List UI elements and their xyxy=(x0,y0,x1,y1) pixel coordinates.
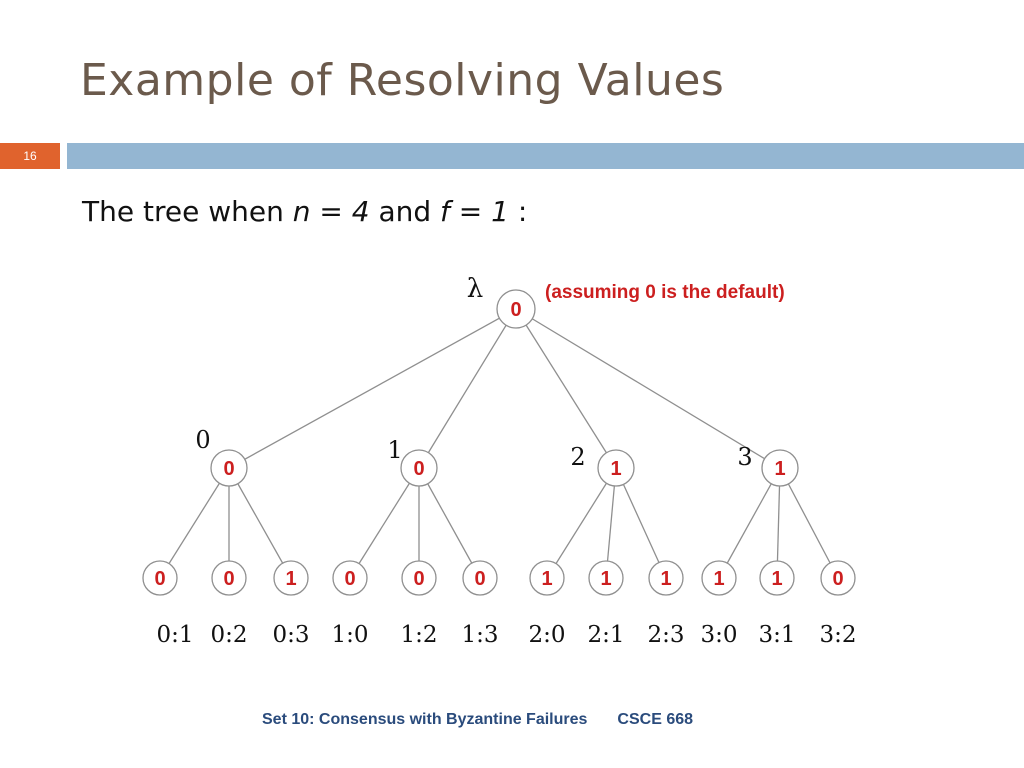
leaf-label: 0:3 xyxy=(272,622,309,648)
footer-course-set: Set 10: Consensus with Byzantine Failure… xyxy=(262,711,588,728)
node-value: 0 xyxy=(154,568,165,590)
node-value: 1 xyxy=(541,568,552,590)
node-value: 0 xyxy=(510,299,521,321)
title-divider-bar xyxy=(67,143,1024,169)
edge-1-to-leaf xyxy=(418,467,481,579)
edge-root-to-1 xyxy=(418,308,517,469)
edge-2-to-leaf xyxy=(615,467,667,579)
leaf-label: 2:3 xyxy=(647,622,684,648)
leaf-node: 0 xyxy=(211,560,247,596)
edge-0-to-leaf xyxy=(228,467,292,579)
leaf-label: 1:3 xyxy=(461,622,498,648)
leaf-node: 0 xyxy=(332,560,368,596)
edge-3-to-leaf xyxy=(718,467,781,579)
leaf-label: 0:1 xyxy=(156,622,193,648)
node-value: 1 xyxy=(610,458,621,480)
default-annotation: (assuming 0 is the default) xyxy=(545,282,785,303)
subtitle-colon: : xyxy=(508,195,528,228)
node-value: 0 xyxy=(474,568,485,590)
child-node-0: 0 xyxy=(210,449,248,487)
leaf-node: 1 xyxy=(759,560,795,596)
leaf-label: 1:0 xyxy=(331,622,368,648)
node-circle xyxy=(759,560,795,596)
leaf-label: 3:1 xyxy=(758,622,795,648)
node-circle xyxy=(210,449,248,487)
equals-f: = 1 xyxy=(449,195,509,228)
child-label-0: 0 xyxy=(195,426,210,454)
leaf-node: 0 xyxy=(401,560,437,596)
tree-edges xyxy=(159,308,839,579)
leaf-node: 0 xyxy=(462,560,498,596)
leaf-label: 3:0 xyxy=(700,622,737,648)
subtitle: The tree when n = 4 and f = 1 : xyxy=(82,195,527,228)
node-circle xyxy=(142,560,178,596)
node-value: 0 xyxy=(223,458,234,480)
node-circle xyxy=(597,449,635,487)
node-circle xyxy=(648,560,684,596)
node-circle xyxy=(400,449,438,487)
variable-f: f xyxy=(440,195,450,228)
node-value: 1 xyxy=(600,568,611,590)
node-value: 1 xyxy=(285,568,296,590)
node-circle xyxy=(211,560,247,596)
node-circle xyxy=(588,560,624,596)
root-node: 0 xyxy=(496,289,536,329)
leaf-node: 0 xyxy=(142,560,178,596)
node-circle xyxy=(462,560,498,596)
node-circle xyxy=(496,289,536,329)
leaf-label: 2:0 xyxy=(528,622,565,648)
leaf-node: 1 xyxy=(648,560,684,596)
child-node-1: 0 xyxy=(400,449,438,487)
edge-2-to-leaf xyxy=(546,467,617,579)
child-label-3: 3 xyxy=(737,443,752,471)
node-circle xyxy=(761,449,799,487)
node-circle xyxy=(273,560,309,596)
leaf-node: 1 xyxy=(273,560,309,596)
child-node-2: 1 xyxy=(597,449,635,487)
edge-root-to-2 xyxy=(515,308,617,469)
node-value: 0 xyxy=(344,568,355,590)
node-circle xyxy=(332,560,368,596)
leaf-node: 1 xyxy=(529,560,565,596)
node-circle xyxy=(820,560,856,596)
node-circle xyxy=(701,560,737,596)
node-value: 0 xyxy=(223,568,234,590)
leaf-label: 3:2 xyxy=(819,622,856,648)
leaf-node: 1 xyxy=(701,560,737,596)
child-node-3: 1 xyxy=(761,449,799,487)
leaf-node: 1 xyxy=(588,560,624,596)
edge-root-to-3 xyxy=(515,308,781,469)
slide-title: Example of Resolving Values xyxy=(80,55,725,106)
node-value: 1 xyxy=(660,568,671,590)
node-circle xyxy=(401,560,437,596)
child-label-1: 1 xyxy=(387,436,402,464)
footer: Set 10: Consensus with Byzantine Failure… xyxy=(262,711,693,729)
equals-n: = 4 xyxy=(310,195,370,228)
node-value: 0 xyxy=(413,568,424,590)
leaf-label: 1:2 xyxy=(400,622,437,648)
leaf-label: 0:2 xyxy=(210,622,247,648)
leaf-node: 0 xyxy=(820,560,856,596)
edge-3-to-leaf xyxy=(779,467,839,579)
variable-n: n xyxy=(292,195,311,228)
subtitle-text: The tree when xyxy=(82,195,293,228)
node-value: 0 xyxy=(832,568,843,590)
child-label-2: 2 xyxy=(570,443,585,471)
subtitle-and: and xyxy=(369,195,441,228)
edge-1-to-leaf xyxy=(349,467,420,579)
node-value: 0 xyxy=(413,458,424,480)
root-label: λ xyxy=(467,274,483,304)
edge-root-to-0 xyxy=(228,308,517,469)
node-value: 1 xyxy=(713,568,724,590)
node-circle xyxy=(529,560,565,596)
node-value: 1 xyxy=(771,568,782,590)
edge-0-to-leaf xyxy=(159,467,230,579)
node-value: 1 xyxy=(774,458,785,480)
footer-course-code: CSCE 668 xyxy=(617,711,694,728)
leaf-label: 2:1 xyxy=(587,622,624,648)
page-number: 16 xyxy=(0,143,60,169)
